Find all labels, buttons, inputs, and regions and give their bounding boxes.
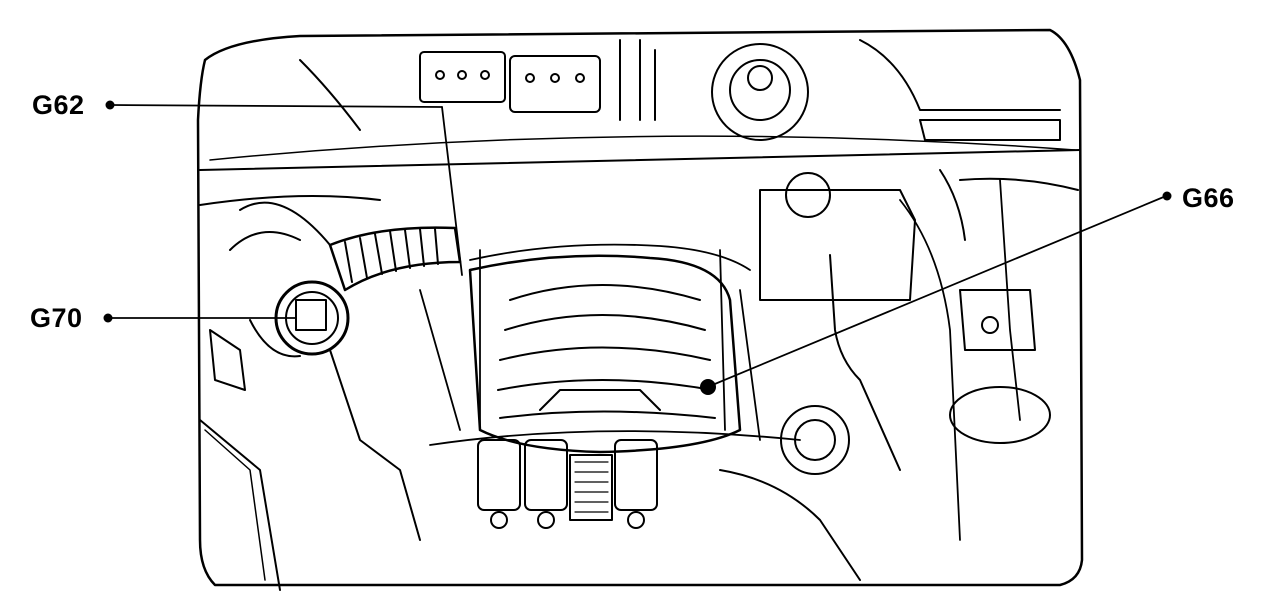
sensor-dot-g66 [700, 379, 716, 395]
intake-manifold [468, 254, 742, 454]
intake-hose [229, 201, 462, 292]
engine-bay-outline [196, 28, 1084, 587]
leader-lines [108, 104, 1167, 387]
leader-dots [103, 100, 1172, 395]
callout-dot-g66 [1162, 191, 1172, 201]
callout-label-g62: G62 [32, 90, 85, 120]
wiring-harness [419, 179, 1021, 541]
leader-line-g66 [709, 195, 1167, 387]
ignition-coils [477, 439, 658, 529]
air-mass-sensor [249, 280, 350, 358]
cowl-components [299, 39, 1061, 141]
left-side-components [199, 329, 861, 591]
leader-line-g62-drop [441, 106, 463, 276]
callout-dot-g70 [103, 313, 113, 323]
callout-label-g66: G66 [1182, 183, 1235, 213]
right-side-components [759, 169, 1051, 475]
callout-label-g70: G70 [30, 303, 83, 333]
leader-line-g62 [110, 104, 443, 108]
callout-dot-g62 [105, 100, 115, 110]
